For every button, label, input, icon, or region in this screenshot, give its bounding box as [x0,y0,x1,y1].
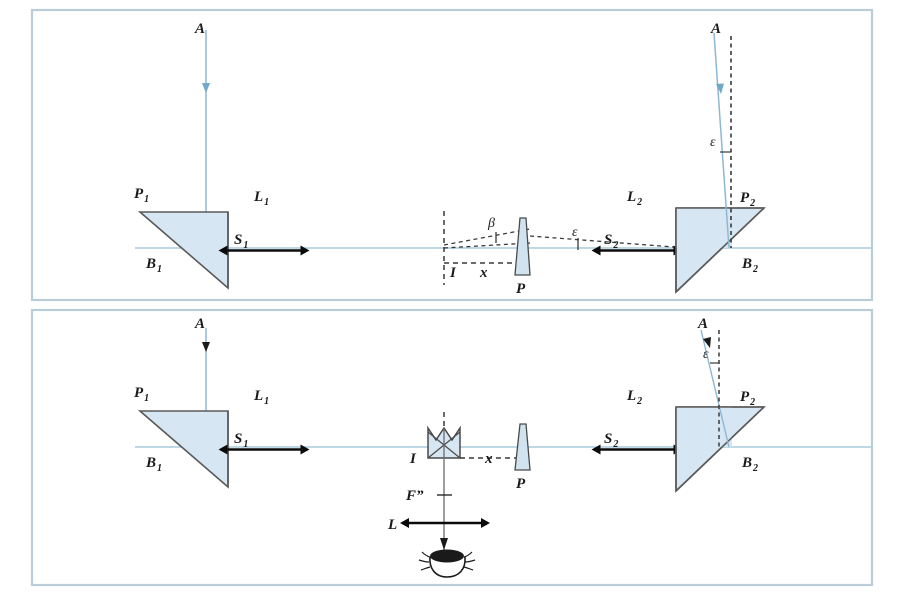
wedge-p-top [514,217,531,276]
label-A-top-right: A [710,21,721,37]
label-A-top-left: A [194,21,205,37]
label-P2-bottom: P2 [740,389,755,408]
prism-p2-bottom-body [676,407,732,447]
incoming-ray-arrowhead-bottom-right [703,337,711,348]
label-F-focus: F” [405,488,424,504]
label-L2-bottom: L2 [626,388,642,407]
label-B1-bottom: B1 [145,455,162,474]
incoming-ray-arrowhead-bottom-left [202,342,210,352]
eye-icon [418,549,476,578]
label-S2-bottom: S2 [604,431,618,450]
label-P-wedge-bottom: P [516,476,526,492]
label-I-bottom: I [409,451,417,467]
label-x-bottom: x [484,451,493,467]
incoming-ray-arrowhead-top-right [716,83,724,94]
label-L1-bottom: L1 [253,388,269,407]
prism-p2-hyp [675,207,765,293]
label-S1-top: S1 [234,232,248,251]
label-P2-top: P2 [740,190,755,209]
incoming-ray-bottom-right [700,329,730,448]
label-A-bottom-left: A [194,316,205,332]
incoming-ray-top-right [713,32,730,249]
label-I-top: I [449,265,457,281]
eyepiece-axis-arrow [440,538,448,550]
label-P1-bottom: P1 [134,385,149,404]
label-B1-top: B1 [145,256,162,275]
panel-top-frame [30,8,874,302]
label-epsilon-center-top: ε [572,225,578,240]
label-L2-top: L2 [626,189,642,208]
prism-p2-bottom-hyp [675,406,765,492]
label-L-eyepiece: L [387,517,397,533]
label-S1-bottom: S1 [234,431,248,450]
label-epsilon-right-bottom: ε [703,347,709,362]
dashed-epsilon-ray-top [529,235,701,250]
label-P-wedge-top: P [516,281,526,297]
label-B2-bottom: B2 [741,455,758,474]
label-x-top: x [479,265,488,281]
label-A-bottom-right: A [697,316,708,332]
label-beta-top: β [487,216,495,231]
label-epsilon-right-top: ε [710,135,716,150]
incoming-ray-arrowhead-top-left [202,83,210,93]
label-S2-top: S2 [604,232,618,251]
label-B2-top: B2 [741,256,758,275]
label-P1-top: P1 [134,186,149,205]
wedge-p-bottom [514,423,531,471]
prism-p2-body [676,208,732,248]
label-L1-top: L1 [253,189,269,208]
